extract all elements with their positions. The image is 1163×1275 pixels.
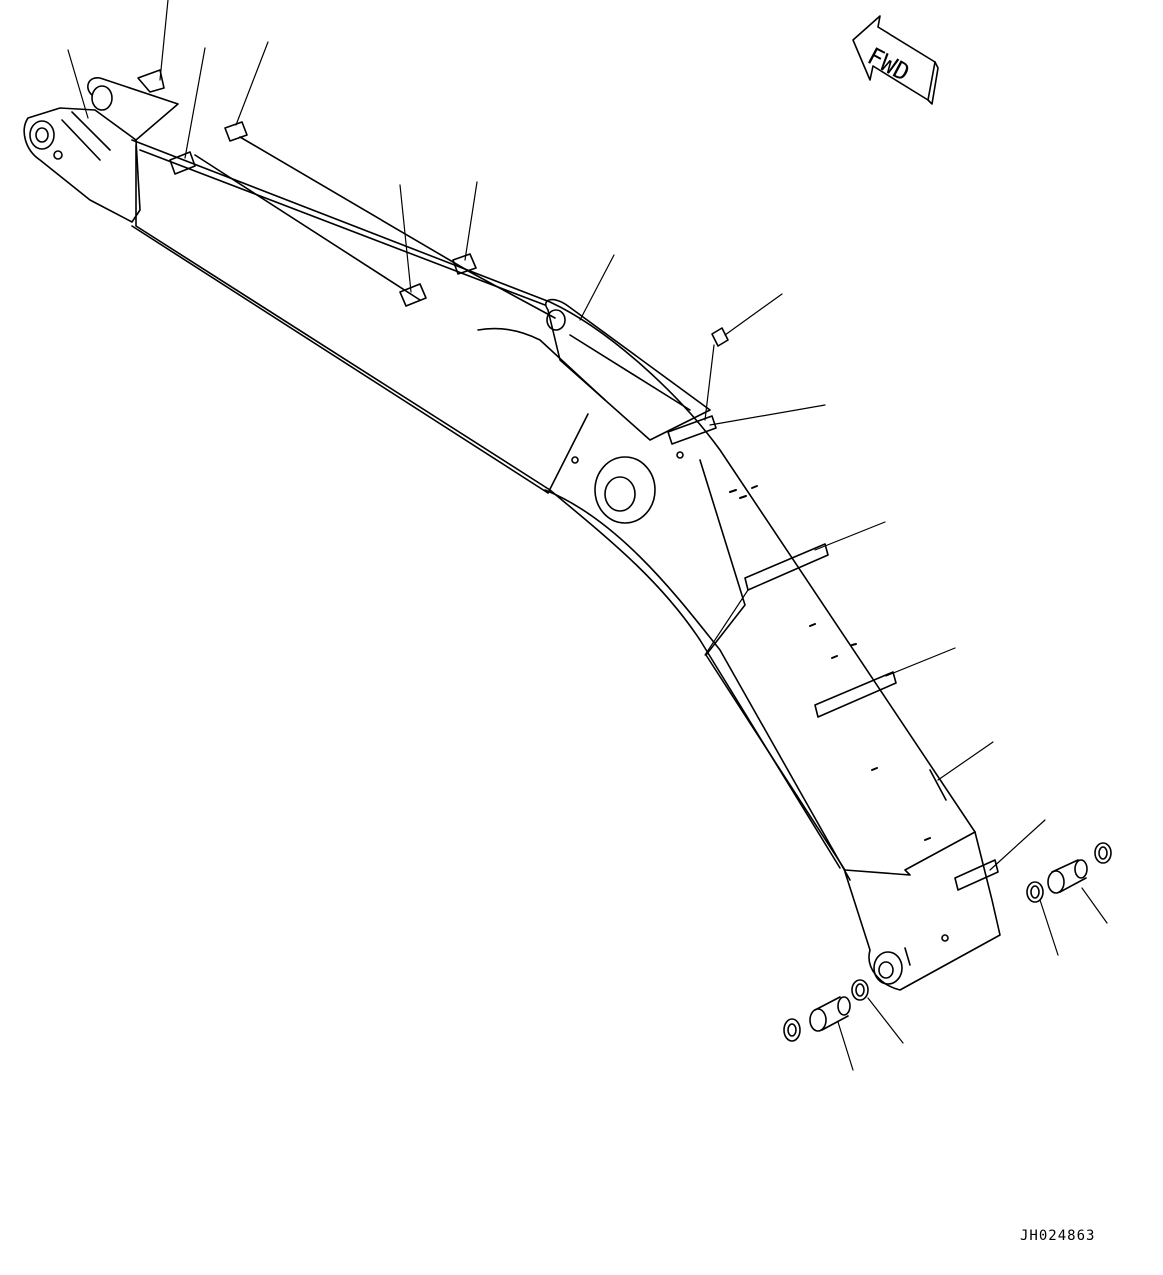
- leader-lines: [68, 0, 1107, 1070]
- clamp-8: [955, 860, 998, 890]
- tube-line: [195, 137, 555, 318]
- boom-foot: [24, 70, 178, 222]
- ring-left: [852, 980, 868, 1000]
- fwd-arrow-icon: FWD: [853, 16, 938, 104]
- bushing-left: [815, 997, 848, 1030]
- clamp-4: [400, 284, 426, 306]
- drawing-id: JH024863: [1020, 1228, 1096, 1244]
- seal-left: [784, 1019, 800, 1041]
- plug: [712, 328, 728, 346]
- bushings-seals: [784, 843, 1111, 1041]
- ring-right: [1027, 882, 1043, 902]
- cylinder-bracket: [478, 300, 710, 440]
- clamp-7: [668, 416, 716, 444]
- bushing-right: [1052, 860, 1086, 892]
- seal-right: [1095, 843, 1111, 863]
- tube-clamps: [170, 122, 998, 890]
- boom-body: [132, 140, 975, 880]
- clamp-6: [815, 672, 896, 717]
- arm-end: [845, 832, 1000, 990]
- clamp-9: [930, 770, 946, 800]
- clamp-2: [170, 152, 195, 174]
- clamp-3: [453, 254, 476, 274]
- pin-boss: [572, 452, 683, 523]
- clamp-5: [745, 544, 828, 590]
- bolt-marks: [730, 486, 930, 840]
